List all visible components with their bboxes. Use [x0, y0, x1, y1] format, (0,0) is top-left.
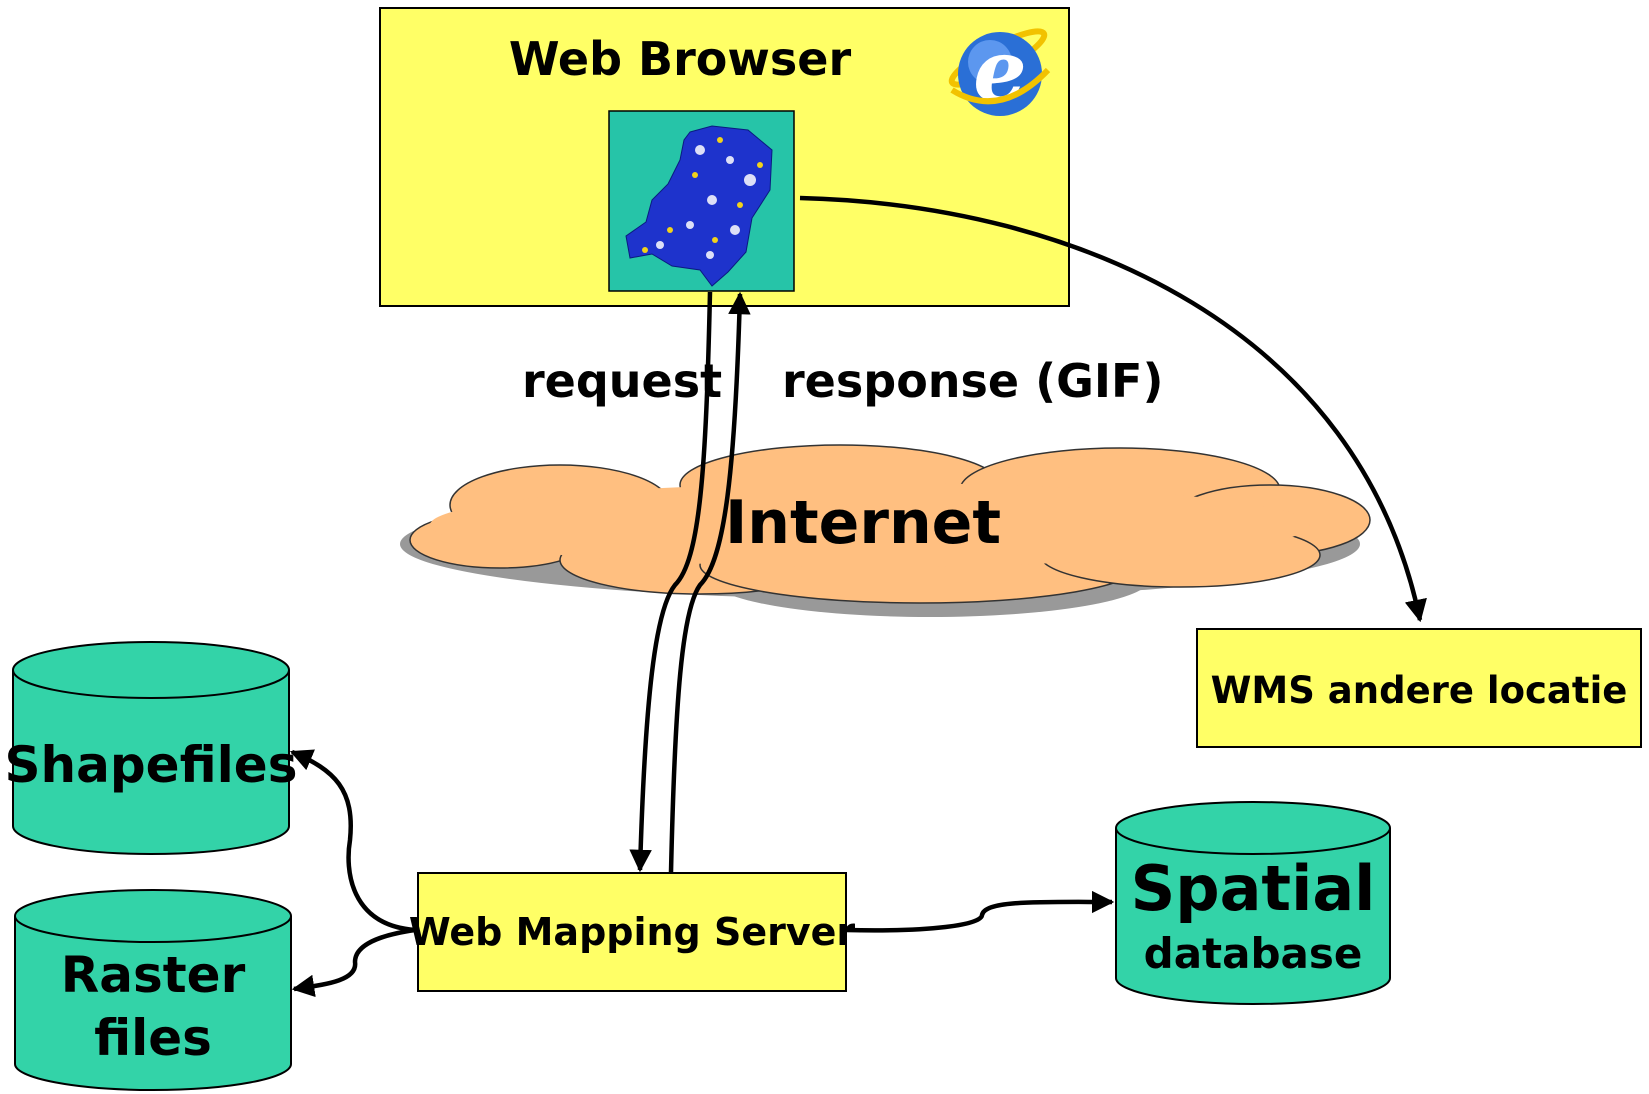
web-mapping-server-label: Web Mapping Server [409, 910, 856, 954]
raster-files-cylinder: Raster files [14, 889, 292, 1091]
netherlands-map-thumbnail [608, 110, 795, 292]
request-arrow [629, 291, 713, 873]
svg-text:e: e [973, 21, 1026, 120]
request-label: request [522, 354, 722, 408]
wms-arrow [799, 195, 1427, 623]
spatial-database-label-line2: database [1144, 929, 1363, 978]
ie-logo-icon: e [948, 21, 1051, 120]
raster-files-label-line2: files [94, 1009, 212, 1067]
wms-other-location-box: WMS andere locatie [1196, 628, 1642, 748]
shapefiles-label: Shapefiles [5, 736, 298, 794]
spatial-database-cylinder: Spatial database [1115, 801, 1391, 1005]
wms-other-location-label: WMS andere locatie [1211, 669, 1628, 712]
web-mapping-server-box: Web Mapping Server [409, 872, 856, 992]
response-label: response (GIF) [782, 354, 1163, 408]
raster-files-label-line1: Raster [61, 946, 246, 1004]
response-arrow [668, 291, 751, 873]
spatial-arrow [845, 890, 1115, 933]
spatial-database-label-line1: Spatial [1131, 852, 1376, 925]
internet-cloud: Internet [400, 444, 1371, 617]
shapefiles-arrow [289, 749, 416, 933]
shapefiles-cylinder: Shapefiles [5, 641, 298, 855]
raster-arrow [291, 927, 416, 998]
web-browser-title: Web Browser [509, 32, 852, 86]
internet-label: Internet [725, 488, 1001, 558]
